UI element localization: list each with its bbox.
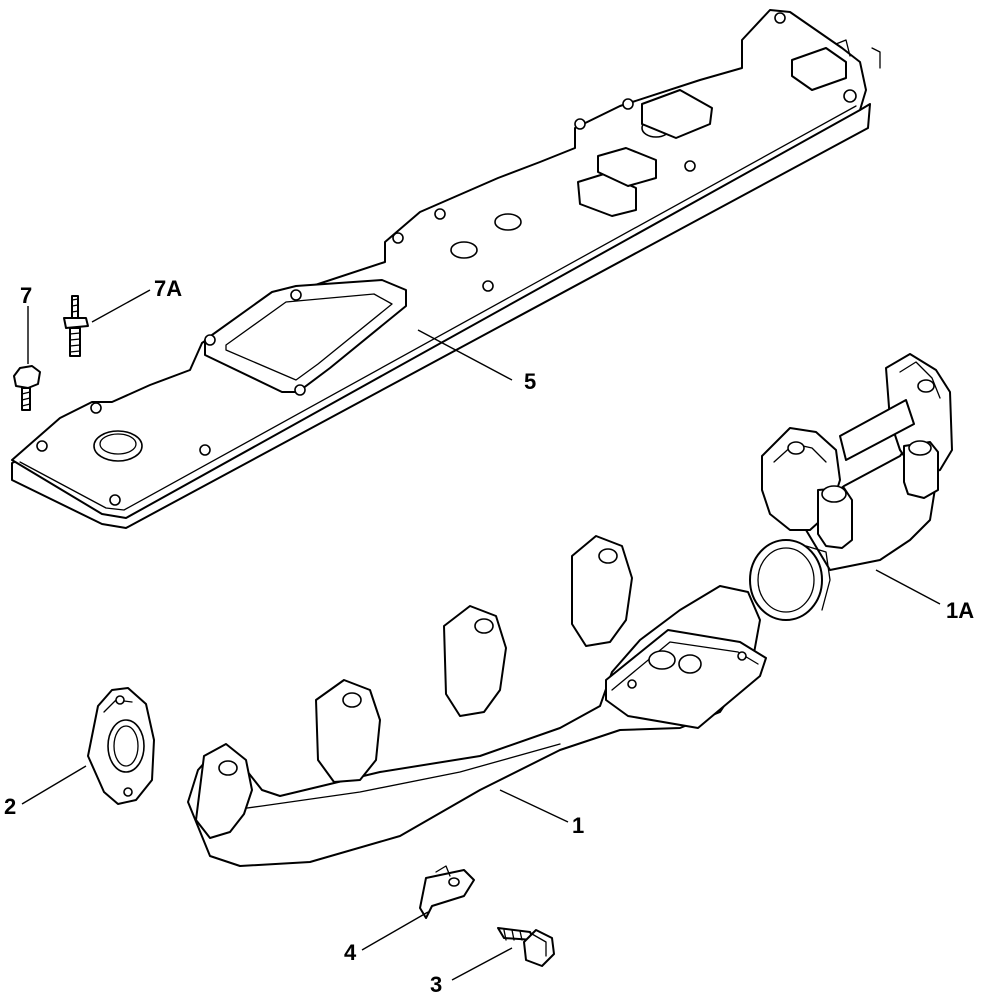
part-7a-stud[interactable] xyxy=(63,295,89,357)
callout-7: 7 xyxy=(20,283,32,308)
part-1a-manifold-rear[interactable] xyxy=(749,353,953,621)
part-1-leader xyxy=(499,789,569,823)
part-4-lock-plate[interactable] xyxy=(419,865,475,919)
part-2-flange-gasket[interactable] xyxy=(87,687,155,805)
part-5-leader xyxy=(417,329,513,381)
callout-1: 1 xyxy=(572,813,584,838)
callout-3: 3 xyxy=(430,972,442,997)
part-7-cap-screw[interactable] xyxy=(13,365,41,411)
part-1a-leader xyxy=(875,569,941,605)
part-5-manifold-gasket[interactable] xyxy=(11,9,881,529)
part-4-leader xyxy=(361,911,429,951)
callout-7a: 7A xyxy=(154,276,182,301)
callout-4: 4 xyxy=(344,940,357,965)
callout-1a: 1A xyxy=(946,598,974,623)
part-1-manifold-front[interactable] xyxy=(187,535,767,867)
callout-2: 2 xyxy=(4,794,16,819)
part-3-leader xyxy=(451,947,513,981)
part-7a-leader xyxy=(91,289,151,323)
part-3-flange-bolt[interactable] xyxy=(497,927,555,967)
callout-5: 5 xyxy=(524,369,536,394)
part-2-leader xyxy=(21,765,87,805)
